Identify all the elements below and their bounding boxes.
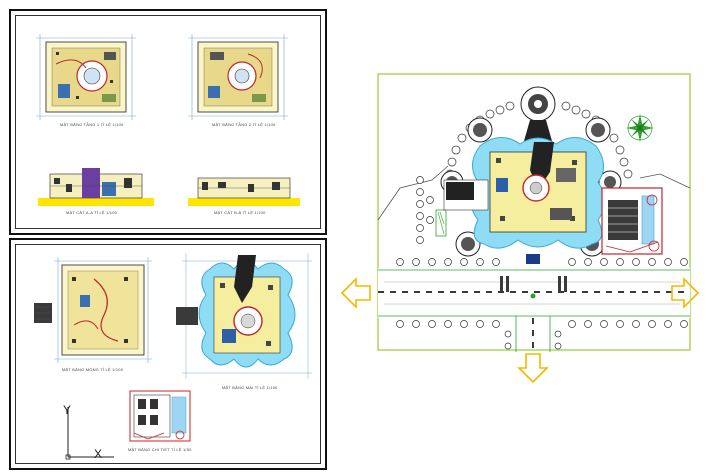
site-plan-drawing	[340, 73, 700, 384]
section-aa-scale: TỈ LỆ 1/100	[94, 210, 118, 215]
floor-plan-1[interactable]	[36, 34, 136, 120]
foundation-plan-title: MẶT BẰNG MÓNG TỈ LỆ 1/100	[62, 367, 123, 372]
lot-edge	[377, 165, 449, 221]
ucs-axis-icon	[56, 401, 120, 465]
drawing-sheet-top: MẶT BẰNG TẦNG 1 TỈ LỆ 1/100 MẶT BẰNG TẦN…	[9, 9, 327, 235]
crosswalk-left	[500, 276, 509, 292]
roof-plan-name: MẶT BẰNG MÁI	[222, 385, 254, 390]
section-aa-name: MẶT CẮT A-A	[66, 210, 93, 215]
detail-plan-scale: TỈ LỆ 1/50	[171, 447, 192, 452]
foundation-plan-name: MẶT BẰNG MÓNG	[62, 367, 99, 372]
sheet-bottom-frame: MẶT BẰNG MÓNG TỈ LỆ 1/100 MẶT BẰNG MÁI T…	[15, 244, 321, 464]
ucs-x-label: X	[94, 447, 103, 461]
section-aa-title: MẶT CẮT A-A TỈ LỆ 1/100	[66, 210, 117, 215]
foundation-plan[interactable]	[34, 255, 154, 365]
floor-plan-2-title: MẶT BẰNG TẦNG 2 TỈ LỆ 1/100	[212, 122, 275, 127]
arrow-right-icon	[671, 277, 700, 309]
roof-plan-scale: TỈ LỆ 1/100	[254, 385, 278, 390]
main-road	[378, 268, 690, 318]
site-plan[interactable]	[340, 70, 700, 390]
ucs-y-label: Y	[63, 403, 72, 417]
detail-plan[interactable]	[128, 389, 192, 443]
pool-block	[496, 178, 508, 192]
roof-plan-title: MẶT BẰNG MÁI TỈ LỆ 1/100	[222, 385, 278, 390]
floor-plan-1-title: MẶT BẰNG TẦNG 1 TỈ LỆ 1/100	[60, 122, 123, 127]
tree-row-road-top	[396, 258, 688, 266]
vertical-road	[515, 316, 551, 352]
section-bb-scale: TỈ LỆ 1/100	[242, 210, 266, 215]
floor-plan-2-name: MẶT BẰNG TẦNG 2	[212, 122, 252, 127]
arrow-down-icon	[517, 353, 549, 384]
section-bb-name: MẶT CẮT B-B	[214, 210, 242, 215]
arrow-left-icon	[340, 277, 371, 309]
section-bb[interactable]	[188, 168, 300, 208]
section-aa[interactable]	[38, 162, 154, 208]
left-garden	[435, 179, 489, 237]
floor-plan-1-name: MẶT BẰNG TẦNG 1	[60, 122, 100, 127]
detail-plan-name: MẶT BẰNG CHI TIẾT	[128, 447, 170, 452]
gate-marker	[526, 254, 540, 299]
floor-plan-2-scale: TỈ LỆ 1/100	[252, 122, 276, 127]
drawing-sheet-bottom: MẶT BẰNG MÓNG TỈ LỆ 1/100 MẶT BẰNG MÁI T…	[9, 238, 327, 470]
floor-plan-2[interactable]	[188, 34, 288, 120]
site-boundary	[377, 73, 691, 351]
crosswalk-right	[558, 276, 567, 292]
north-arrow-compass	[626, 114, 654, 142]
roof-plan[interactable]	[176, 247, 314, 383]
section-bb-title: MẶT CẮT B-B TỈ LỆ 1/100	[214, 210, 266, 215]
tree-row-road-bottom	[396, 320, 688, 350]
foundation-plan-scale: TỈ LỆ 1/100	[100, 367, 124, 372]
right-annex	[601, 187, 663, 255]
sheet-top-frame: MẶT BẰNG TẦNG 1 TỈ LỆ 1/100 MẶT BẰNG TẦN…	[15, 15, 321, 229]
tree-row-left	[416, 176, 434, 244]
detail-plan-title: MẶT BẰNG CHI TIẾT TỈ LỆ 1/50	[128, 447, 192, 452]
floor-plan-1-scale: TỈ LỆ 1/100	[100, 122, 124, 127]
